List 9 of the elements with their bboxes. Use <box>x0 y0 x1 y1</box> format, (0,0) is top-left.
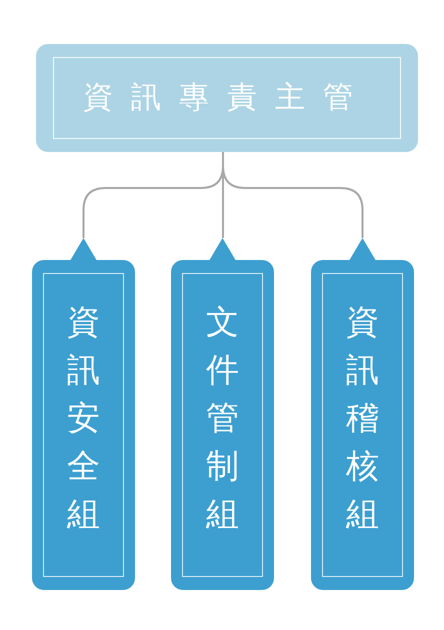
role-box <box>36 44 418 152</box>
pointer-box <box>32 238 135 590</box>
role-title: 資訊專責主管 <box>83 81 353 115</box>
connector <box>222 152 364 238</box>
pointer-box <box>171 238 274 590</box>
group-name: 文件管制組 <box>206 301 239 535</box>
group-name: 資訊稽核組 <box>346 301 379 535</box>
group-name: 資訊安全組 <box>67 301 100 535</box>
pointer-box <box>311 238 414 590</box>
